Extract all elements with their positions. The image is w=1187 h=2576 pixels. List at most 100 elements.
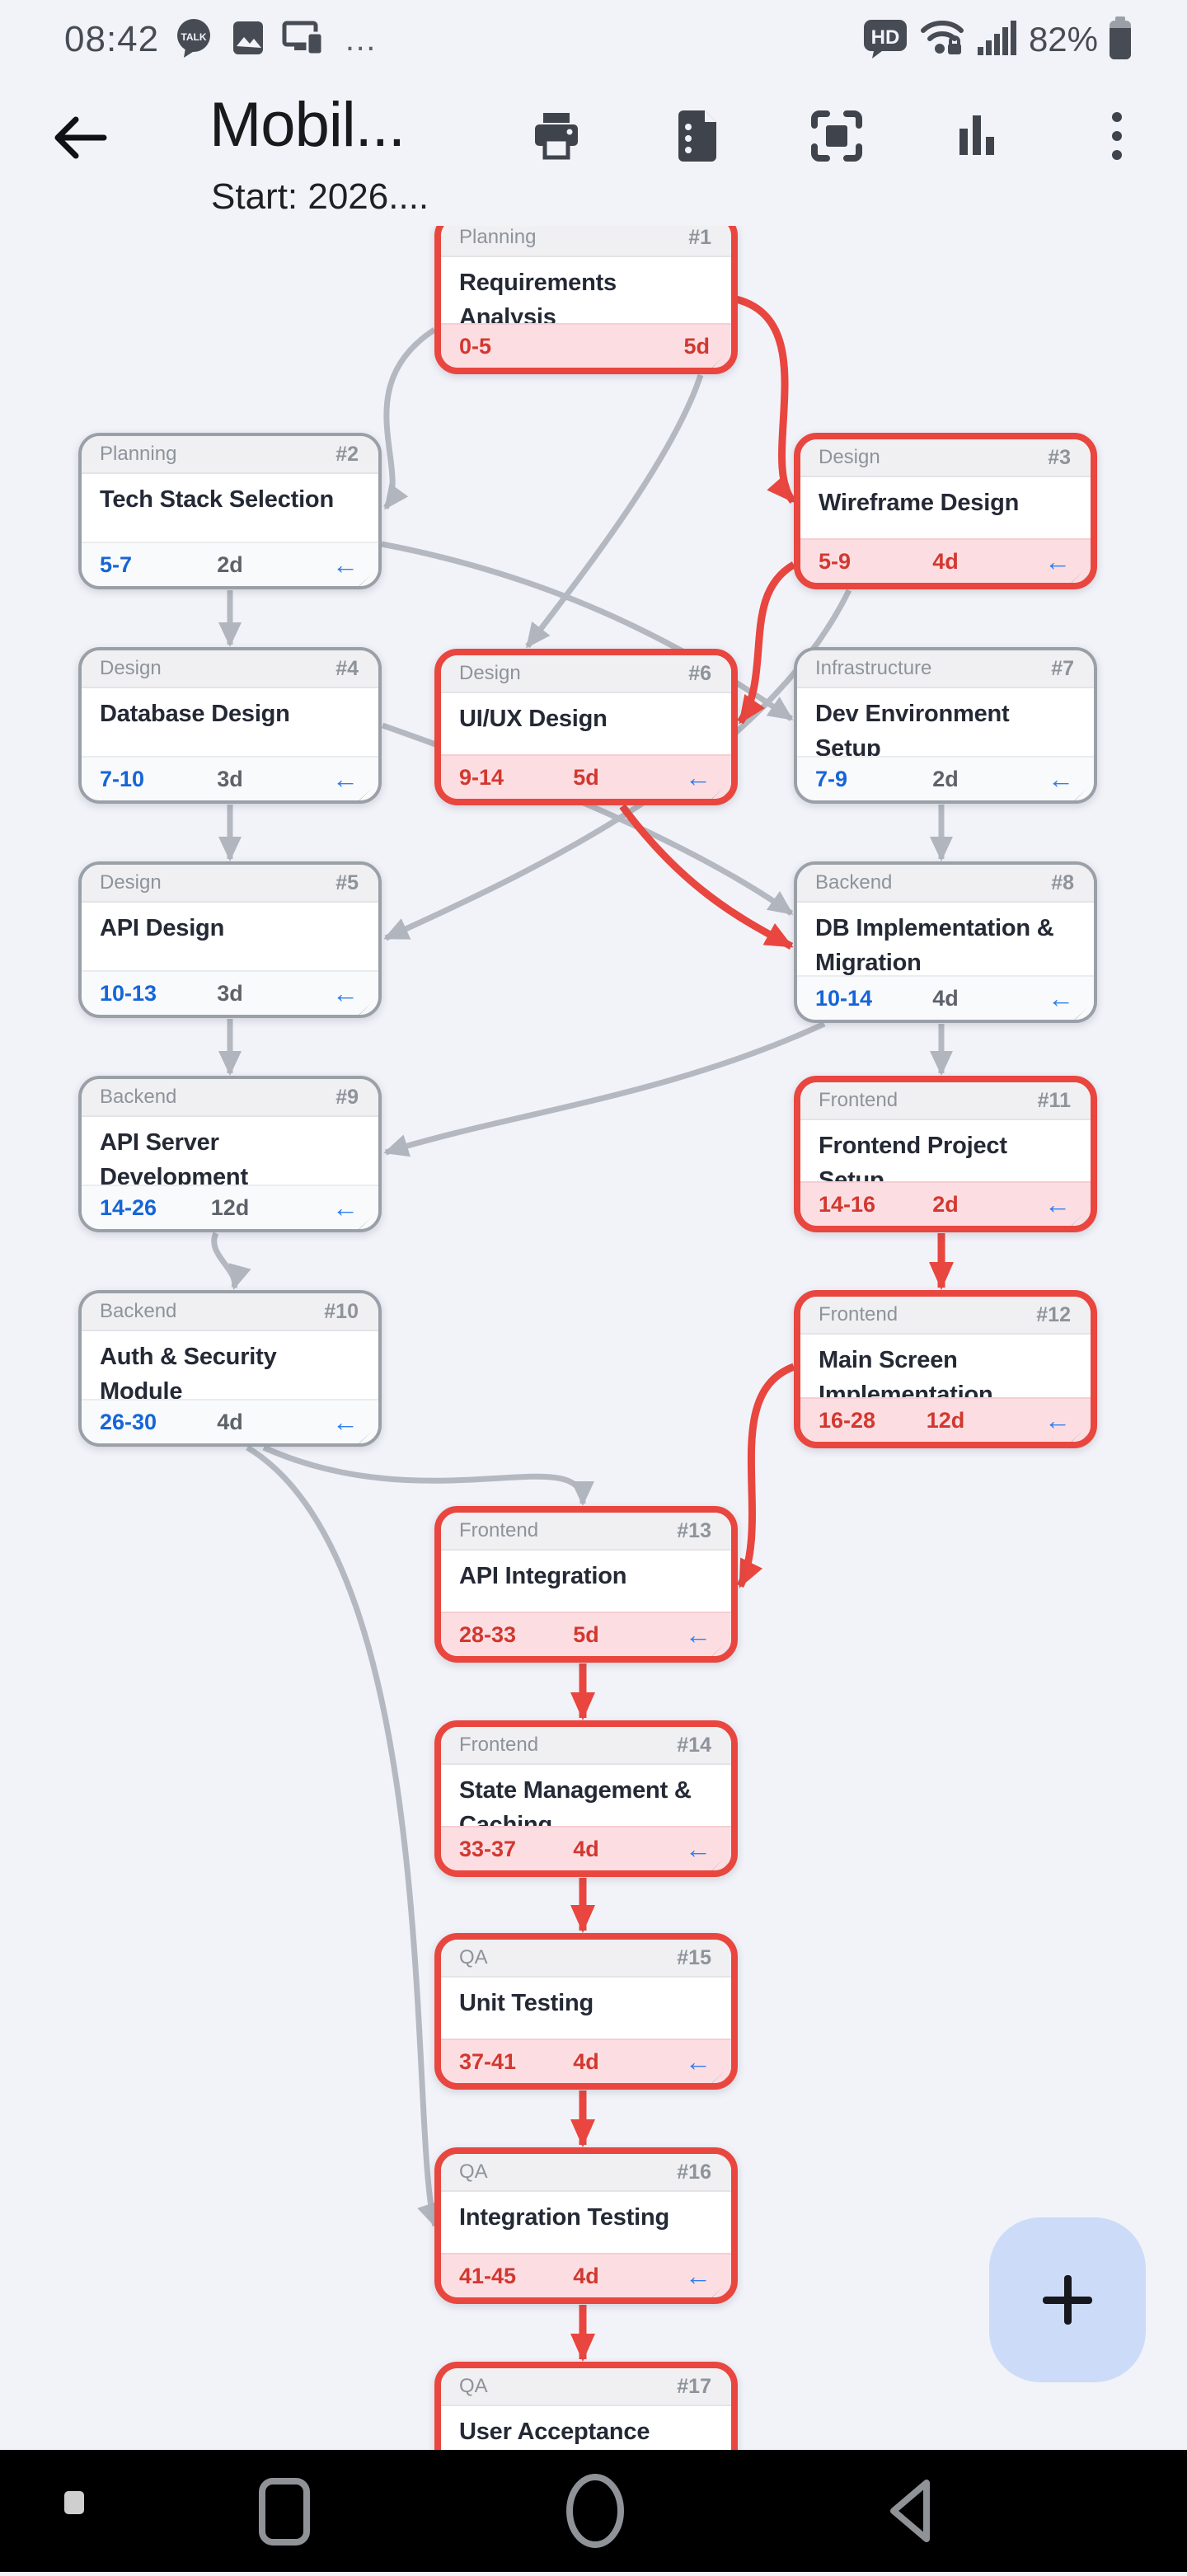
task-category: Backend (100, 1300, 177, 1322)
task-category: Frontend (459, 1734, 539, 1756)
task-number: #7 (1051, 656, 1074, 680)
gallery-icon (228, 18, 268, 62)
dependency-arrow-icon[interactable]: ← (1044, 547, 1071, 576)
task-day-range: 9-14 (459, 764, 504, 790)
dependency-arrow-icon[interactable]: ← (332, 764, 359, 794)
dependency-arrowhead (570, 2334, 595, 2362)
task-footer: 26-30 4d ← (82, 1399, 378, 1443)
task-category: Planning (100, 443, 177, 465)
task-day-range: 0-5 (459, 333, 492, 359)
task-day-range: 33-37 (459, 1836, 517, 1861)
dependency-arrow-icon[interactable]: ← (1048, 764, 1074, 794)
dependency-arrowhead (218, 622, 242, 647)
task-card-header: Frontend#14 (441, 1727, 731, 1765)
print-icon[interactable] (529, 109, 584, 163)
task-title: Main Screen Implementation (819, 1347, 993, 1397)
dependency-arrow-icon[interactable]: ← (685, 2047, 711, 2076)
dependency-arrowhead (526, 622, 551, 649)
battery-percent: 82% (1028, 20, 1098, 59)
add-task-button[interactable] (989, 2217, 1146, 2382)
task-number: #12 (1036, 1302, 1071, 1326)
task-card-header: Design#4 (82, 650, 378, 688)
dependency-arrow-icon[interactable]: ← (332, 1193, 359, 1222)
task-card-header: Planning#1 (441, 226, 731, 257)
dependency-edge (211, 1232, 238, 1288)
dependency-arrow-icon[interactable]: ← (1044, 1405, 1071, 1435)
export-file-icon[interactable] (669, 109, 724, 163)
task-title: Frontend Project Setup (819, 1133, 1007, 1181)
gantt-chart-icon[interactable] (950, 109, 1004, 163)
android-nav-bar (0, 2450, 1187, 2572)
connected-devices-icon (281, 18, 327, 62)
task-duration: 5d (573, 764, 599, 790)
dependency-arrow-icon[interactable]: ← (685, 2261, 711, 2291)
dependency-arrow-icon[interactable]: ← (332, 550, 359, 579)
task-number: #13 (677, 1518, 711, 1542)
task-number: #15 (677, 1945, 711, 1969)
kakaotalk-icon: TALK (172, 16, 215, 63)
task-duration: 3d (217, 980, 243, 1006)
task-title: Wireframe Design (819, 490, 1020, 516)
task-duration: 12d (926, 1407, 965, 1433)
dependency-arrow-icon[interactable]: ← (1048, 983, 1074, 1013)
task-day-range: 26-30 (100, 1409, 157, 1434)
dependency-arrow-icon[interactable]: ← (1044, 1189, 1071, 1219)
task-duration: 2d (932, 1191, 959, 1217)
task-category: Design (459, 662, 521, 684)
dependency-arrowhead (570, 1905, 595, 1933)
fit-screen-icon[interactable] (809, 109, 864, 163)
dependency-edge (262, 1444, 586, 1504)
task-footer: 14-16 2d ← (800, 1181, 1091, 1226)
overflow-menu-icon[interactable] (1090, 109, 1144, 163)
home-icon[interactable] (562, 2450, 628, 2576)
task-day-range: 14-16 (819, 1191, 876, 1217)
task-number: #9 (335, 1085, 359, 1109)
svg-text:TALK: TALK (181, 31, 207, 43)
task-category: Frontend (819, 1303, 898, 1326)
dependency-edge (734, 295, 796, 504)
back-button[interactable] (51, 114, 109, 162)
task-day-range: 37-41 (459, 2048, 517, 2074)
dependency-arrow-icon[interactable]: ← (332, 978, 359, 1008)
dependency-arrow-icon[interactable]: ← (685, 1620, 711, 1649)
dependency-arrow-icon[interactable]: ← (332, 1407, 359, 1437)
clock: 08:42 (64, 19, 160, 59)
task-category: Infrastructure (815, 657, 932, 679)
back-icon[interactable] (882, 2450, 940, 2576)
task-number: #4 (335, 656, 359, 680)
task-card-header: Backend#8 (797, 865, 1094, 903)
task-day-range: 10-14 (815, 985, 873, 1011)
recents-icon[interactable] (257, 2452, 312, 2574)
dependency-arrow-icon[interactable]: ← (685, 1834, 711, 1864)
dependency-arrowhead (739, 1557, 763, 1588)
dependency-arrow-icon[interactable]: ← (685, 762, 711, 792)
signal-strength-icon (976, 17, 1019, 63)
task-duration: 4d (217, 1409, 243, 1434)
task-title: State Management & Caching (459, 1777, 692, 1826)
task-category: Design (819, 446, 880, 468)
task-title: Auth & Security Module (100, 1344, 277, 1399)
